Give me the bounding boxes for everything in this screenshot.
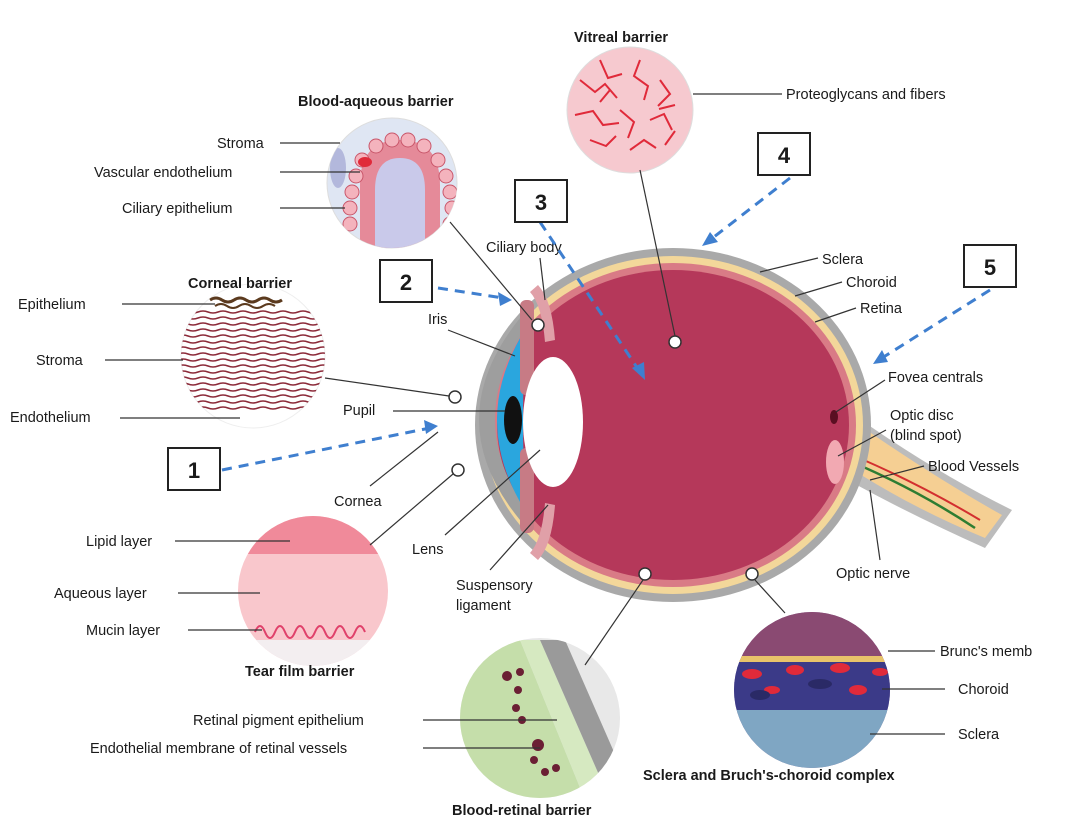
suspensory-label-2: ligament — [456, 598, 511, 614]
retina-label: Retina — [860, 301, 903, 317]
tear-film-inset: Tear film barrier Lipid layer Aqueous la… — [54, 474, 453, 680]
sclera-bruch-inset: Sclera and Bruch's-choroid complex Brunc… — [643, 580, 1032, 784]
blood-aqueous-inset: Blood-aqueous barrier Stroma Vascular en… — [94, 94, 532, 320]
blood-vessels-label: Blood Vessels — [928, 459, 1019, 475]
vascular-endothelium-label: Vascular endothelium — [94, 165, 232, 181]
blood-aqueous-title: Blood-aqueous barrier — [298, 94, 454, 110]
bc-sclera-label: Sclera — [958, 727, 1000, 743]
endo-membrane-label: Endothelial membrane of retinal vessels — [90, 741, 347, 757]
iris-label: Iris — [428, 312, 447, 328]
lens-label: Lens — [412, 542, 443, 558]
cornea-stroma-label: Stroma — [36, 353, 84, 369]
lens-shape — [523, 357, 583, 487]
sclera-label: Sclera — [822, 252, 864, 268]
ciliary-epithelium-label: Ciliary epithelium — [122, 201, 232, 217]
blood-retinal-title: Blood-retinal barrier — [452, 803, 592, 819]
tear-film-title: Tear film barrier — [245, 664, 355, 680]
optic-nerve-label: Optic nerve — [836, 566, 910, 582]
mucin-label: Mucin layer — [86, 623, 160, 639]
ba-stroma-label: Stroma — [217, 136, 265, 152]
cornea-label: Cornea — [334, 494, 382, 510]
rpe-label: Retinal pigment epithelium — [193, 713, 364, 729]
marker-2: 2 — [400, 270, 412, 295]
pupil-shape — [504, 396, 522, 444]
epithelium-label: Epithelium — [18, 297, 86, 313]
optic-disc-shape — [826, 440, 844, 484]
marker-5: 5 — [984, 255, 996, 280]
fovea-label: Fovea centrals — [888, 370, 983, 386]
lipid-label: Lipid layer — [86, 534, 152, 550]
marker-3: 3 — [535, 190, 547, 215]
suspensory-label-1: Suspensory — [456, 578, 533, 594]
proteoglycans-label: Proteoglycans and fibers — [786, 87, 946, 103]
eyeball — [449, 248, 1012, 602]
sclera-bruch-title: Sclera and Bruch's-choroid complex — [643, 768, 895, 784]
optic-disc-label-1: Optic disc — [890, 408, 954, 424]
vitreal-title: Vitreal barrier — [574, 30, 668, 46]
endothelium-label: Endothelium — [10, 410, 91, 426]
bc-choroid-label: Choroid — [958, 682, 1009, 698]
marker-1: 1 — [188, 458, 200, 483]
marker-4: 4 — [778, 143, 791, 168]
pupil-label: Pupil — [343, 403, 375, 419]
aqueous-label: Aqueous layer — [54, 586, 147, 602]
choroid-label: Choroid — [846, 275, 897, 291]
optic-disc-label-2: (blind spot) — [890, 428, 962, 444]
corneal-title: Corneal barrier — [188, 276, 292, 292]
ciliary-body-label: Ciliary body — [486, 240, 562, 256]
bruncs-label: Brunc's memb — [940, 644, 1032, 660]
